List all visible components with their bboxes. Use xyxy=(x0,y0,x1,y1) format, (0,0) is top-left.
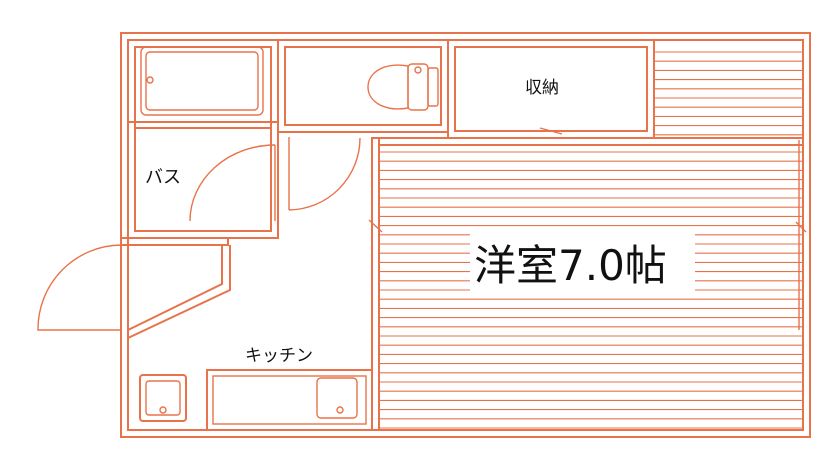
bathtub xyxy=(140,46,264,116)
room-label-bg xyxy=(470,233,695,291)
bathtub-drain xyxy=(146,76,154,84)
kitchen-label: キッチン xyxy=(245,346,313,366)
toilet-wall-inner xyxy=(284,46,442,126)
outer-wall xyxy=(120,32,811,438)
bath-label: バス xyxy=(145,167,181,188)
bathtub-inner xyxy=(145,51,259,111)
toilet-icon xyxy=(367,63,439,111)
washbasin xyxy=(139,374,187,422)
room-label: 洋室7.0帖 xyxy=(474,241,667,290)
kitchen-counter xyxy=(206,369,373,431)
entrance-door-icon xyxy=(37,244,122,331)
storage-door-mark xyxy=(539,127,563,135)
kitchen-sink xyxy=(316,377,358,419)
bath-wall xyxy=(127,39,279,239)
washbasin-drain xyxy=(159,406,167,414)
toilet-wall xyxy=(277,39,449,133)
partition-door-mark xyxy=(368,219,383,233)
washbasin-inner xyxy=(145,380,181,416)
entrance-wall xyxy=(120,237,229,246)
entrance-floor xyxy=(127,245,231,339)
room-floor-lines xyxy=(379,51,803,429)
bath-wall-inner xyxy=(134,46,272,232)
storage-label: 収納 xyxy=(525,78,559,98)
bath-door-icon xyxy=(189,144,276,222)
kitchen-sink-drain xyxy=(336,406,344,414)
room-partition xyxy=(371,137,380,431)
right-window-mark xyxy=(795,221,807,233)
toilet-door-icon xyxy=(288,137,361,211)
kitchen-counter-inner xyxy=(212,375,367,425)
